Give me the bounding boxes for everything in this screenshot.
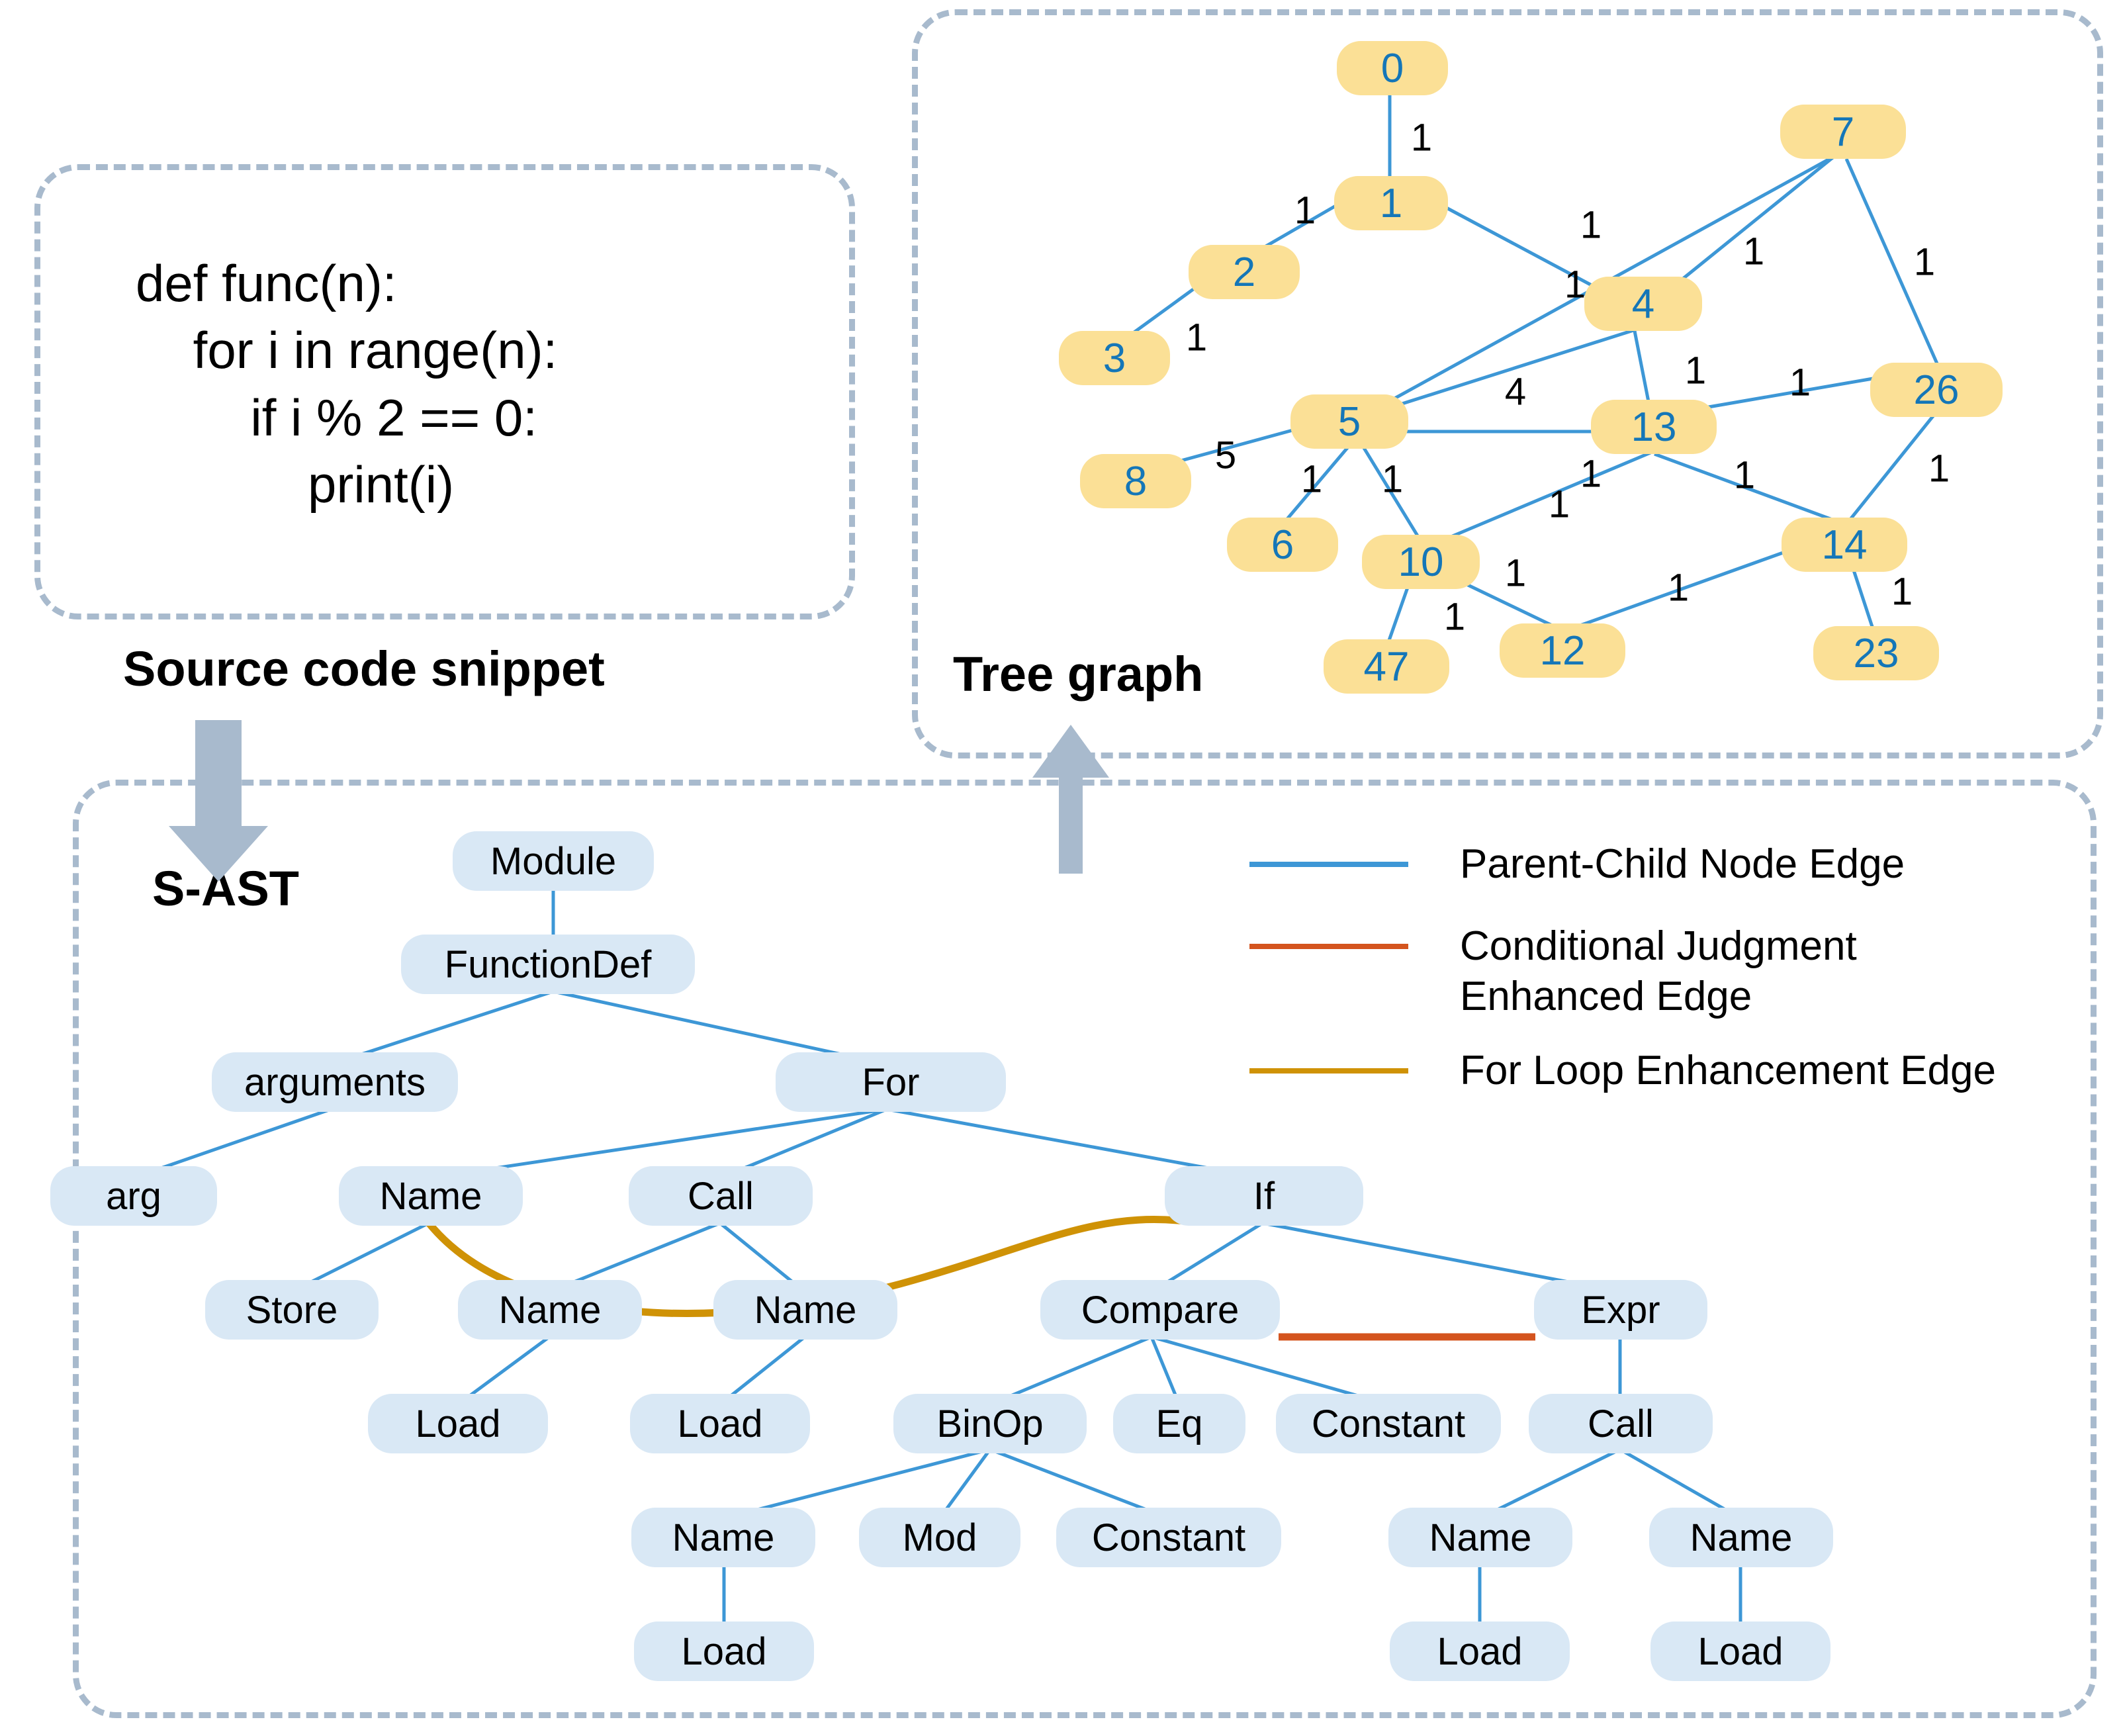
source-code-caption: Source code snippet xyxy=(123,641,605,696)
edge-weight-13-26: 1 xyxy=(1789,361,1811,404)
edge-weight-0-1: 1 xyxy=(1410,116,1433,160)
edge-weight-14-23: 1 xyxy=(1891,570,1913,614)
flow-arrow-down xyxy=(169,720,268,882)
ast-node-name-i[interactable]: Name xyxy=(458,1280,642,1340)
ast-node-mod[interactable]: Mod xyxy=(859,1508,1020,1567)
edge-weight-2-3: 1 xyxy=(1185,316,1208,359)
ast-node-name-i2[interactable]: Name xyxy=(631,1508,815,1567)
tree-node-1[interactable]: 1 xyxy=(1334,176,1448,230)
tree-node-47[interactable]: 47 xyxy=(1324,639,1449,694)
tree-node-4[interactable]: 4 xyxy=(1584,277,1702,331)
ast-node-load-2[interactable]: Load xyxy=(630,1394,810,1453)
ast-node-arg[interactable]: arg xyxy=(50,1166,217,1226)
edge-weight-4-13: 1 xyxy=(1684,349,1707,392)
ast-node-constant-0[interactable]: Constant xyxy=(1276,1394,1501,1453)
tree-node-26[interactable]: 26 xyxy=(1870,363,2003,417)
ast-node-call-print[interactable]: Call xyxy=(1529,1394,1713,1453)
ast-node-name-range[interactable]: Name xyxy=(713,1280,897,1340)
tree-node-10[interactable]: 10 xyxy=(1362,535,1480,589)
edge-weight-14-12: 1 xyxy=(1667,566,1690,610)
flow-arrow-up xyxy=(1032,725,1109,874)
ast-node-name-i3[interactable]: Name xyxy=(1649,1508,1833,1567)
tree-node-0[interactable]: 0 xyxy=(1337,41,1448,95)
edge-weight-5-8: 5 xyxy=(1214,434,1237,477)
ast-node-expr[interactable]: Expr xyxy=(1534,1280,1707,1340)
ast-node-constant-2[interactable]: Constant xyxy=(1056,1508,1281,1567)
edge-weight-10-12: 1 xyxy=(1504,551,1527,595)
tree-node-13[interactable]: 13 xyxy=(1591,400,1717,454)
edge-weight-5-13: 1 xyxy=(1580,452,1602,496)
edge-weight-5-4: 4 xyxy=(1504,370,1527,414)
ast-node-if[interactable]: If xyxy=(1165,1166,1363,1226)
edge-weight-7-26: 1 xyxy=(1913,240,1936,284)
edge-weight-1-4: 1 xyxy=(1580,203,1602,247)
source-code-panel xyxy=(34,164,855,619)
tree-node-14[interactable]: 14 xyxy=(1782,518,1907,572)
ast-node-name-print[interactable]: Name xyxy=(1388,1508,1572,1567)
ast-node-load-3[interactable]: Load xyxy=(634,1622,814,1681)
tree-node-5[interactable]: 5 xyxy=(1290,394,1408,449)
ast-node-compare[interactable]: Compare xyxy=(1040,1280,1280,1340)
ast-node-load-5[interactable]: Load xyxy=(1650,1622,1830,1681)
ast-node-module[interactable]: Module xyxy=(453,831,654,891)
source-code-text: def func(n): for i in range(n): if i % 2… xyxy=(136,254,558,514)
ast-node-store[interactable]: Store xyxy=(205,1280,379,1340)
ast-node-eq[interactable]: Eq xyxy=(1113,1394,1245,1453)
ast-node-call-range[interactable]: Call xyxy=(629,1166,813,1226)
ast-node-load-4[interactable]: Load xyxy=(1390,1622,1570,1681)
ast-node-name-iter[interactable]: Name xyxy=(339,1166,523,1226)
tree-graph-panel xyxy=(912,9,2103,758)
ast-node-for[interactable]: For xyxy=(776,1052,1006,1112)
tree-graph-caption: Tree graph xyxy=(953,647,1204,702)
ast-node-load-1[interactable]: Load xyxy=(368,1394,548,1453)
edge-weight-10-47: 1 xyxy=(1443,595,1466,639)
tree-node-12[interactable]: 12 xyxy=(1500,623,1625,678)
tree-node-23[interactable]: 23 xyxy=(1813,626,1939,680)
edge-weight-5-10: 1 xyxy=(1381,457,1404,501)
legend-label-parent-child: Parent-Child Node Edge xyxy=(1460,841,1905,887)
tree-node-3[interactable]: 3 xyxy=(1059,331,1170,385)
tree-node-7[interactable]: 7 xyxy=(1780,105,1906,159)
edge-weight-7-4: 1 xyxy=(1742,230,1765,273)
edge-weight-5-6: 1 xyxy=(1300,457,1323,501)
tree-node-2[interactable]: 2 xyxy=(1189,245,1300,299)
edge-weight-1-2: 1 xyxy=(1294,189,1316,232)
ast-node-binop[interactable]: BinOp xyxy=(893,1394,1087,1453)
edge-weight-13-14: 1 xyxy=(1733,453,1756,497)
ast-node-functiondef[interactable]: FunctionDef xyxy=(401,935,695,994)
edge-weight-13-10: 1 xyxy=(1548,482,1570,526)
edge-weight-26-14: 1 xyxy=(1928,447,1950,490)
s-ast-panel xyxy=(73,780,2097,1718)
tree-node-6[interactable]: 6 xyxy=(1227,518,1338,572)
tree-node-8[interactable]: 8 xyxy=(1080,454,1191,508)
legend-label-for-loop: For Loop Enhancement Edge xyxy=(1460,1048,1996,1093)
ast-node-arguments[interactable]: arguments xyxy=(212,1052,458,1112)
edge-weight-7-5: 1 xyxy=(1564,263,1586,306)
legend-label-conditional: Conditional Judgment Enhanced Edge xyxy=(1460,923,1857,1019)
